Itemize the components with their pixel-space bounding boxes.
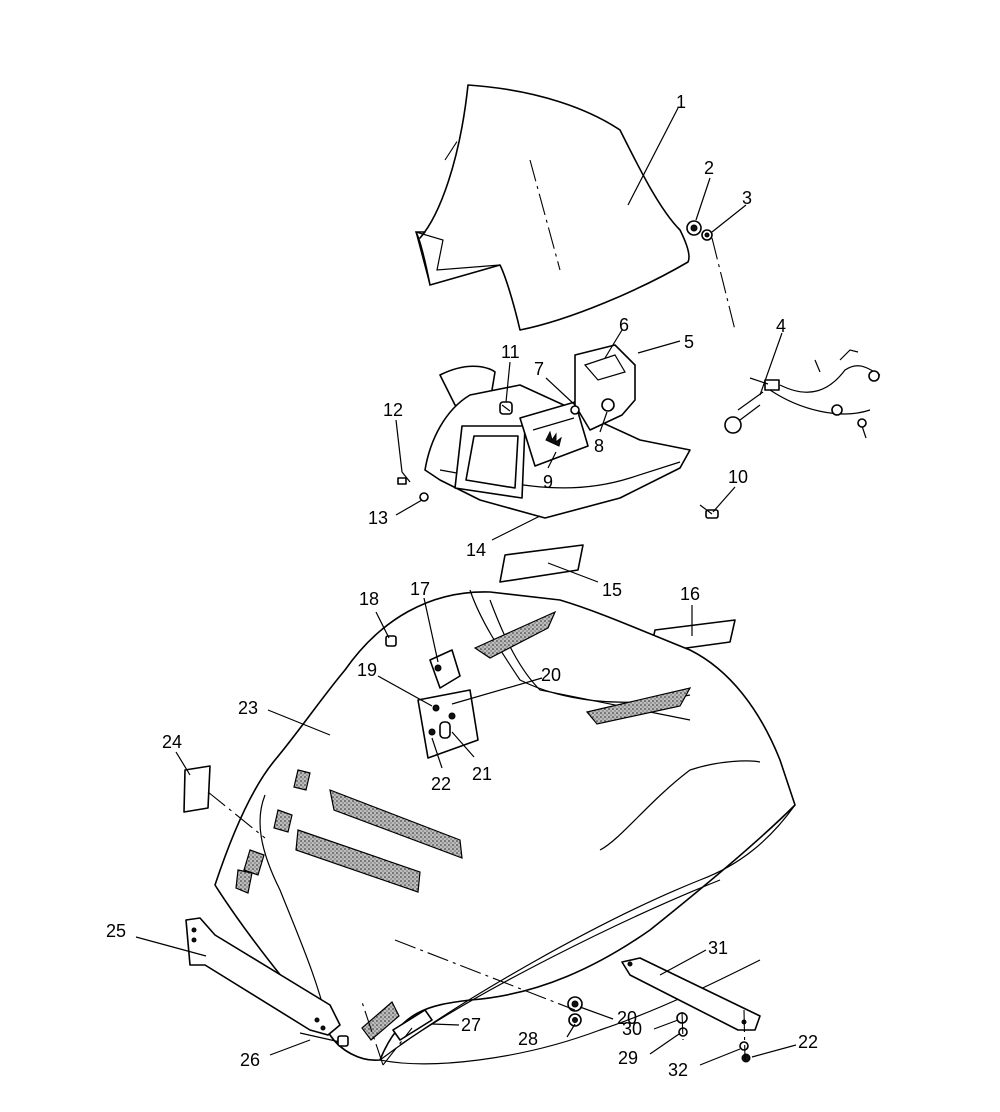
callout-5: 5 — [684, 332, 694, 352]
callout-30: 30 — [622, 1019, 642, 1039]
bracket-25 — [185, 917, 341, 1036]
callout-16: 16 — [680, 584, 700, 604]
clip-7 — [570, 405, 580, 415]
screw-13 — [419, 492, 429, 502]
callout-14: 14 — [466, 540, 486, 560]
mount-line-20 — [394, 939, 576, 1011]
screw-10 — [699, 504, 719, 519]
callout-24: 24 — [162, 732, 182, 752]
nut-2 — [686, 220, 702, 236]
hardware-line-right — [743, 1009, 746, 1061]
leader-lines — [135, 107, 797, 1066]
callout-17: 17 — [410, 579, 430, 599]
pad-24 — [183, 765, 211, 813]
windshield-center-line — [529, 159, 561, 271]
callout-26: 26 — [240, 1050, 260, 1070]
callout-10: 10 — [728, 467, 748, 487]
callout-27: 27 — [461, 1015, 481, 1035]
washer-3 — [701, 229, 713, 241]
washer-32 — [739, 1041, 749, 1051]
callout-23: 23 — [238, 698, 258, 718]
callout-32: 32 — [668, 1060, 688, 1080]
callout-22-upper: 22 — [431, 774, 451, 794]
spring-11 — [499, 401, 513, 415]
nut-20-lower — [567, 996, 583, 1012]
callout-31: 31 — [708, 938, 728, 958]
callout-2: 2 — [704, 158, 714, 178]
screw-12 — [397, 471, 411, 485]
pad-27-line-a — [361, 1001, 384, 1066]
hardware-line-left — [681, 1011, 684, 1041]
callout-labels: 1 2 3 4 5 6 7 8 9 10 11 12 13 14 15 16 1… — [106, 92, 818, 1080]
lead-28-stem — [566, 1023, 576, 1038]
wiring-harness — [724, 349, 881, 439]
windshield-mount-line — [711, 237, 736, 331]
callout-7: 7 — [534, 359, 544, 379]
hood — [214, 589, 796, 1065]
callout-13: 13 — [368, 508, 388, 528]
pad-27 — [392, 1009, 433, 1041]
callout-1: 1 — [676, 92, 686, 112]
callout-18: 18 — [359, 589, 379, 609]
callout-28: 28 — [518, 1029, 538, 1049]
callout-25: 25 — [106, 921, 126, 941]
callout-29: 29 — [618, 1048, 638, 1068]
callout-11: 11 — [501, 342, 520, 362]
bolt-26 — [299, 1032, 349, 1047]
callout-6: 6 — [619, 315, 629, 335]
nut-22-lower — [741, 1053, 751, 1063]
callout-15: 15 — [602, 580, 622, 600]
callout-20-lower: 20 — [617, 1008, 637, 1028]
headlight-frame — [454, 425, 526, 499]
callout-19: 19 — [357, 660, 377, 680]
callout-22-lower: 22 — [798, 1032, 818, 1052]
callout-9: 9 — [543, 472, 553, 492]
callout-8: 8 — [594, 436, 604, 456]
decal-15 — [499, 544, 584, 583]
windshield-edge-line — [444, 139, 459, 161]
callout-20-upper: 20 — [541, 665, 561, 685]
callout-4: 4 — [776, 316, 786, 336]
pad-24-line — [207, 791, 266, 839]
washer-28 — [568, 1013, 582, 1027]
callout-12: 12 — [383, 400, 403, 420]
bracket-31 — [621, 957, 761, 1031]
callout-3: 3 — [742, 188, 752, 208]
windshield — [415, 84, 690, 331]
headlight-bulb-housing — [519, 401, 589, 467]
pad-27-line-b — [382, 1027, 413, 1066]
screw-18 — [385, 635, 397, 647]
bulb-8 — [601, 398, 615, 412]
callout-21: 21 — [472, 764, 492, 784]
